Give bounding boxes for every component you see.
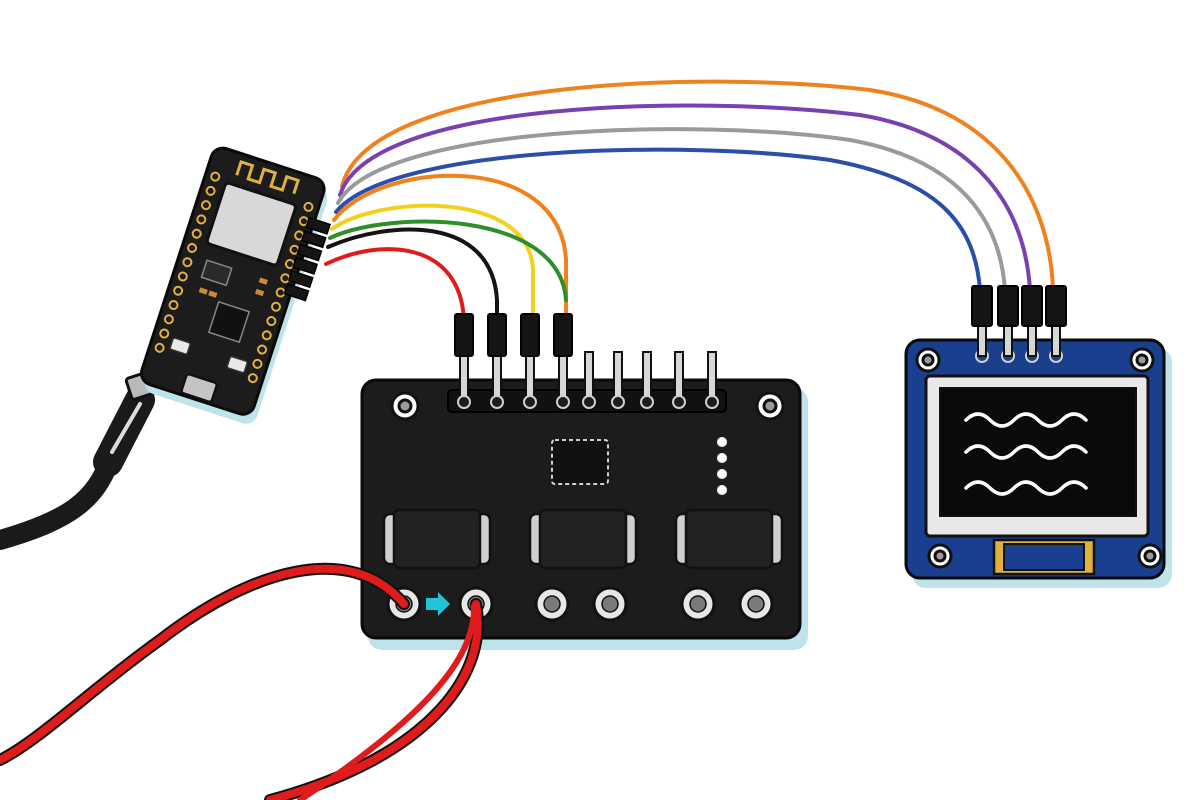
antenna-trace (235, 159, 301, 195)
esp-regulator (200, 259, 233, 287)
esp-pins-left (154, 171, 221, 353)
sensor-shunt-resistors (382, 508, 784, 570)
esp-usb-uart-chip (207, 300, 251, 344)
esp-micro-usb-port (180, 373, 218, 403)
sensor-leds (717, 437, 727, 495)
wire-black-sensor (326, 227, 499, 322)
wire-yellow-sensor (330, 203, 535, 322)
sensor-jumper-connectors (454, 313, 573, 357)
wire-red-sensor (324, 247, 466, 322)
sensor-pin-pads (457, 395, 719, 409)
wire-purple-oled (338, 103, 1032, 292)
wire-gray-oled (336, 127, 1007, 292)
load-wires (0, 562, 484, 800)
oled-mount-holes (915, 347, 1163, 569)
usb-cable-wire (0, 450, 120, 550)
esp-dev-board (139, 146, 332, 424)
current-sensor-module (360, 313, 808, 650)
wire-green-sensor (328, 219, 568, 302)
sensor-wires (324, 173, 568, 322)
oled-wave-lines (964, 412, 1088, 496)
esp-pins-right (247, 201, 314, 384)
sensor-ic-chip (551, 439, 609, 485)
oled-wires (334, 79, 1055, 292)
esp-button-right (226, 355, 248, 374)
oled-jumper-connectors (971, 285, 1067, 327)
oled-display-module (904, 285, 1172, 588)
usb-cable (0, 365, 174, 550)
wire-blue-oled (334, 147, 982, 292)
esp-button-left (169, 337, 191, 355)
esp-jumper-connectors (283, 216, 332, 302)
wifi-module-shield (205, 181, 297, 267)
wire-red-load-in (0, 562, 410, 766)
arrow-right-icon (426, 592, 450, 616)
wire-orange-oled (340, 79, 1055, 292)
sensor-mount-holes (390, 391, 785, 421)
wire-orange-sensor (332, 173, 568, 322)
sensor-header-pins (459, 351, 717, 401)
